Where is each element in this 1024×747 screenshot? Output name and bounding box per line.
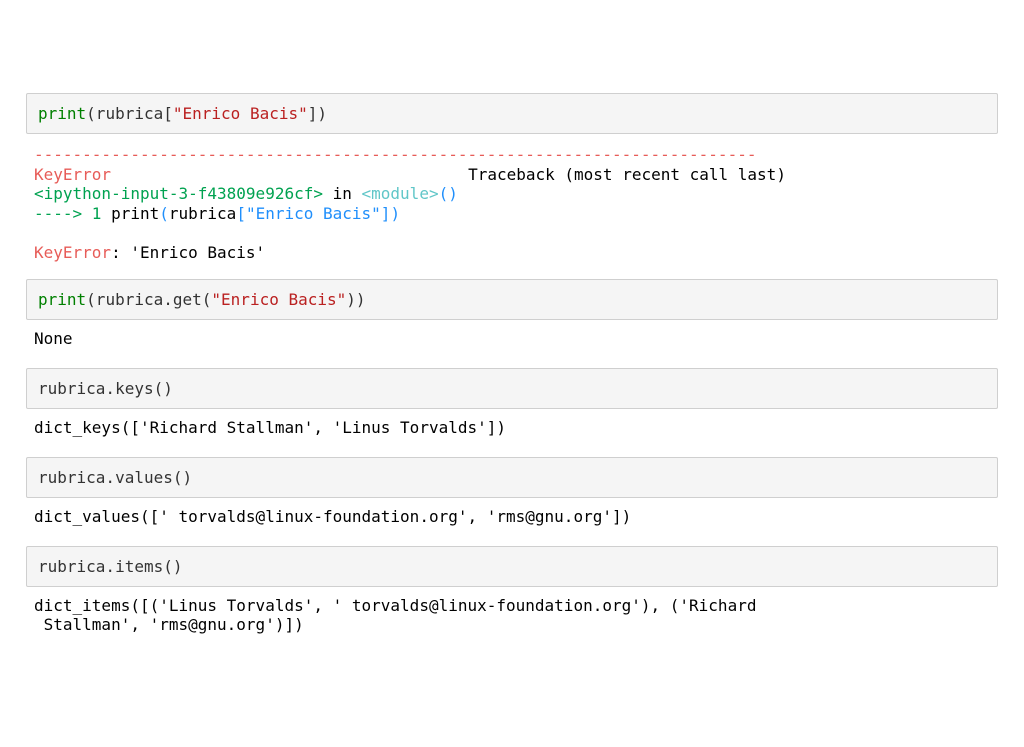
- traceback-final-line: KeyError: 'Enrico Bacis': [34, 243, 998, 263]
- traceback-label: Traceback (most recent call last): [468, 164, 786, 184]
- cell-output-line: dict_items([('Linus Torvalds', ' torvald…: [34, 596, 757, 615]
- cell-output-line: Stallman', 'rms@gnu.org')]): [34, 615, 304, 634]
- code-builtin-print: print: [38, 104, 87, 123]
- code-text: ]): [307, 104, 327, 123]
- traceback-separator: ----------------------------------------…: [34, 145, 757, 164]
- code-text: (rubrica[: [86, 104, 173, 123]
- traceback-parens: (): [438, 184, 458, 203]
- code-cell-input[interactable]: rubrica.keys(): [26, 368, 998, 409]
- code-text: )): [346, 290, 366, 309]
- traceback-arrow: ----> 1: [34, 203, 112, 223]
- traceback-blank-line: [34, 223, 998, 243]
- code-text: (rubrica.get(: [86, 290, 212, 309]
- traceback-error-name: KeyError: [34, 164, 112, 184]
- cell-output: dict_items([('Linus Torvalds', ' torvald…: [26, 596, 998, 634]
- traceback-module: <module>: [361, 184, 439, 203]
- cell-output: dict_keys(['Richard Stallman', 'Linus To…: [34, 418, 507, 437]
- traceback-output: ----------------------------------------…: [26, 145, 998, 262]
- traceback-in: in: [322, 184, 362, 203]
- traceback-final-error-name: KeyError: [34, 242, 112, 262]
- traceback-file: <ipython-input-3-f43809e926cf>: [34, 184, 323, 203]
- code-string: "Enrico Bacis": [172, 104, 308, 123]
- traceback-code-line: ----> 1 print(rubrica["Enrico Bacis"]): [34, 204, 998, 224]
- cell-output: dict_values([' torvalds@linux-foundation…: [34, 507, 632, 526]
- code-string: "Enrico Bacis": [211, 290, 347, 309]
- traceback-location: <ipython-input-3-f43809e926cf> in <modul…: [34, 184, 998, 204]
- cell-output: None: [34, 329, 73, 348]
- code-builtin-print: print: [38, 290, 87, 309]
- traceback-final-message: : 'Enrico Bacis': [111, 242, 266, 262]
- code-cell-input[interactable]: print(rubrica.get("Enrico Bacis")): [26, 279, 998, 320]
- traceback-code-paren: (: [159, 203, 169, 223]
- code-cell-input[interactable]: rubrica.items(): [26, 546, 998, 587]
- notebook: print(rubrica["Enrico Bacis"]) ---------…: [26, 93, 998, 634]
- code-cell-input[interactable]: rubrica.values(): [26, 457, 998, 498]
- traceback-header: KeyError Traceback (most recent call last…: [34, 165, 998, 185]
- code-cell-input[interactable]: print(rubrica["Enrico Bacis"]): [26, 93, 998, 134]
- traceback-code-rest: ["Enrico Bacis"]): [236, 203, 401, 223]
- traceback-code-print: print: [111, 203, 160, 223]
- traceback-code-var: rubrica: [168, 203, 237, 223]
